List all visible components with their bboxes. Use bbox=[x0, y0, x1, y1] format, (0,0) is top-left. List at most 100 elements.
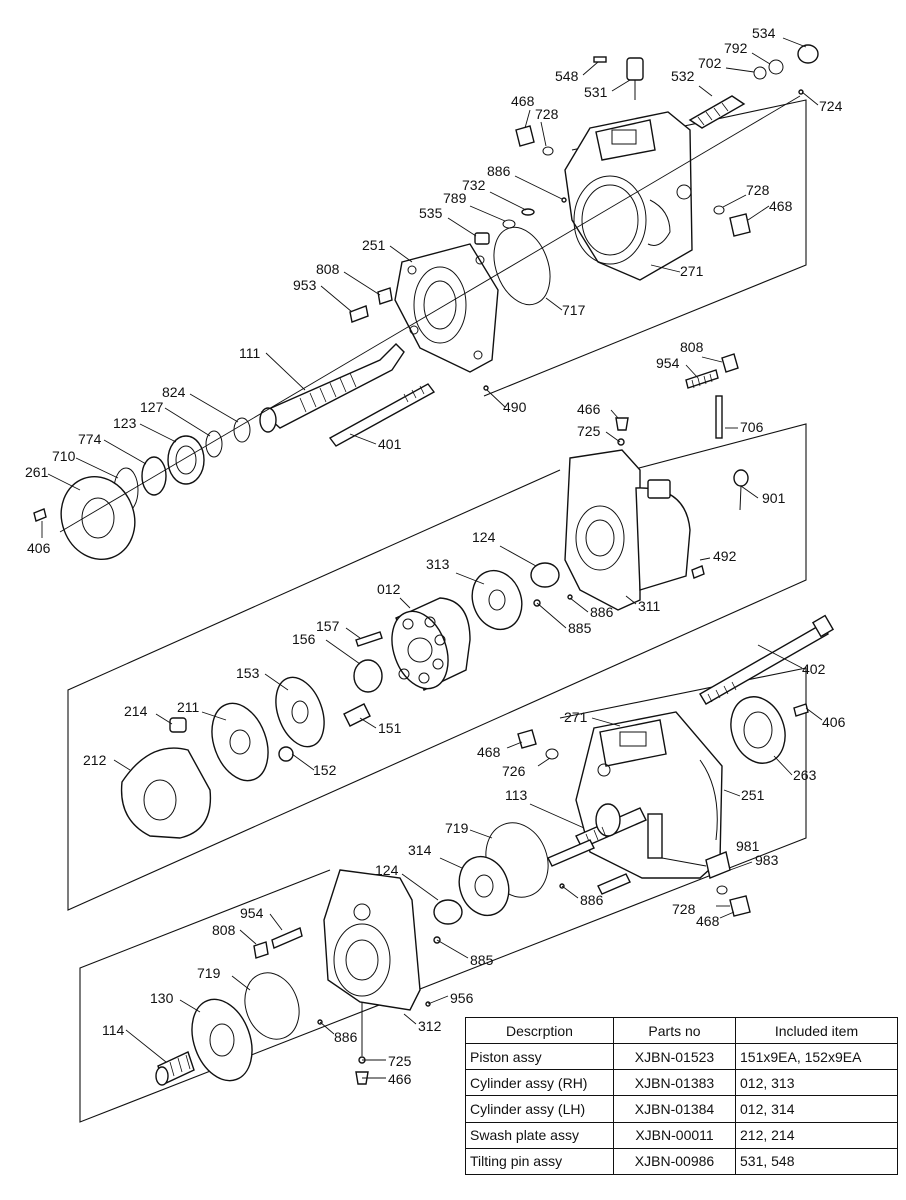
callout-534: 534 bbox=[752, 25, 776, 41]
shoe-152 bbox=[278, 746, 294, 762]
needle-bearing-124 bbox=[530, 562, 560, 588]
callout-211: 211 bbox=[177, 699, 200, 715]
callout-719-b: 719 bbox=[197, 965, 221, 981]
callout-789: 789 bbox=[443, 190, 467, 206]
parts-table: Descrption Parts no Included item Piston… bbox=[465, 1017, 898, 1176]
spacer-127 bbox=[205, 430, 223, 458]
plug-466-mid bbox=[615, 417, 629, 431]
flange-251 bbox=[394, 243, 499, 373]
cell-parts-no: XJBN-01384 bbox=[613, 1095, 736, 1123]
cover-130 bbox=[191, 998, 253, 1082]
plug-468-bottom-left bbox=[517, 729, 537, 749]
callout-406-b: 406 bbox=[822, 714, 846, 730]
callout-492: 492 bbox=[713, 548, 737, 564]
plug-468-bottom-right bbox=[729, 895, 751, 917]
callout-263: 263 bbox=[793, 767, 817, 783]
valve-plate-314 bbox=[458, 855, 510, 917]
callout-214: 214 bbox=[124, 703, 148, 719]
callout-719-a: 719 bbox=[445, 820, 469, 836]
valve-block-311 bbox=[564, 449, 641, 611]
cell-included-item: 012, 313 bbox=[735, 1069, 898, 1097]
callout-717: 717 bbox=[562, 302, 586, 318]
bracket-981 bbox=[647, 813, 663, 859]
cell-included-item: 212, 214 bbox=[735, 1121, 898, 1149]
pin-214 bbox=[169, 717, 187, 733]
callout-728-a: 728 bbox=[535, 106, 559, 122]
ring-792 bbox=[768, 59, 784, 75]
table-row: Swash plate assy XJBN-00011 212, 214 bbox=[465, 1121, 898, 1149]
plug-535 bbox=[474, 232, 490, 245]
callout-953: 953 bbox=[293, 277, 317, 293]
eye-bolt-901 bbox=[733, 469, 749, 487]
plug-468-top bbox=[515, 125, 535, 147]
callout-808-c: 808 bbox=[212, 922, 236, 938]
callout-981: 981 bbox=[736, 838, 760, 854]
header-description: Descrption bbox=[465, 1017, 614, 1044]
valve-block-312 bbox=[323, 869, 421, 1011]
table-row: Cylinder assy (RH) XJBN-01383 012, 313 bbox=[465, 1069, 898, 1097]
section-frames bbox=[67, 99, 807, 1123]
cell-parts-no: XJBN-00986 bbox=[613, 1147, 736, 1176]
retainer-plate-153 bbox=[275, 676, 325, 748]
callout-466-a: 466 bbox=[577, 401, 601, 417]
bolt-406-top bbox=[33, 508, 47, 522]
callout-774: 774 bbox=[78, 431, 102, 447]
callout-127: 127 bbox=[140, 399, 164, 415]
pump-housing-271 bbox=[564, 111, 693, 281]
callout-531: 531 bbox=[584, 84, 608, 100]
callout-468-d: 468 bbox=[696, 913, 720, 929]
seal-774 bbox=[141, 456, 167, 496]
nut-808-top bbox=[377, 287, 393, 305]
o-ring-719-lower bbox=[244, 972, 300, 1040]
cover-261 bbox=[60, 475, 136, 561]
callout-702: 702 bbox=[698, 55, 722, 71]
callout-468-c: 468 bbox=[477, 744, 501, 760]
callout-212: 212 bbox=[83, 752, 107, 768]
stud-lower-a bbox=[547, 839, 595, 867]
shoe-plate-211 bbox=[211, 702, 269, 782]
cell-parts-no: XJBN-00011 bbox=[613, 1121, 736, 1149]
stud-953 bbox=[349, 305, 369, 323]
cell-description: Tilting pin assy bbox=[465, 1147, 614, 1176]
stud-401 bbox=[328, 383, 436, 447]
drive-shaft-111 bbox=[260, 343, 405, 429]
cell-description: Swash plate assy bbox=[465, 1121, 614, 1149]
cell-included-item: 012, 314 bbox=[735, 1095, 898, 1123]
table-row: Tilting pin assy XJBN-00986 531, 548 bbox=[465, 1147, 898, 1176]
callout-726: 726 bbox=[502, 763, 526, 779]
callout-251-b: 251 bbox=[741, 787, 765, 803]
callout-124-b: 124 bbox=[375, 862, 399, 878]
callout-886-a: 886 bbox=[487, 163, 511, 179]
callout-156: 156 bbox=[292, 631, 316, 647]
table-row: Piston assy XJBN-01523 151x9EA, 152x9EA bbox=[465, 1042, 898, 1071]
callout-271-a: 271 bbox=[680, 263, 704, 279]
callout-725-b: 725 bbox=[388, 1053, 412, 1069]
callout-151: 151 bbox=[378, 720, 402, 736]
callout-983: 983 bbox=[755, 852, 779, 868]
callout-313: 313 bbox=[426, 556, 450, 572]
header-parts-no: Parts no bbox=[613, 1017, 736, 1044]
spherical-bush-156 bbox=[353, 659, 383, 693]
callout-130: 130 bbox=[150, 990, 174, 1006]
callout-885-b: 885 bbox=[470, 952, 494, 968]
piston-151 bbox=[343, 703, 371, 727]
callout-314: 314 bbox=[408, 842, 432, 858]
callout-710: 710 bbox=[52, 448, 76, 464]
callout-728-b: 728 bbox=[746, 182, 770, 198]
top-assembly bbox=[33, 44, 819, 561]
callout-490: 490 bbox=[503, 399, 527, 415]
swash-plate-212 bbox=[120, 747, 212, 839]
pin-548 bbox=[593, 56, 607, 63]
callout-123: 123 bbox=[113, 415, 137, 431]
callout-886-c: 886 bbox=[580, 892, 604, 908]
nut-808-mid bbox=[721, 353, 739, 373]
callout-532: 532 bbox=[671, 68, 695, 84]
cell-parts-no: XJBN-01523 bbox=[613, 1042, 736, 1071]
callout-724: 724 bbox=[819, 98, 843, 114]
cell-description: Cylinder assy (LH) bbox=[465, 1095, 614, 1123]
callout-808-a: 808 bbox=[316, 261, 340, 277]
o-ring-717 bbox=[493, 226, 551, 306]
callout-152: 152 bbox=[313, 762, 337, 778]
bolt-402 bbox=[699, 623, 829, 705]
needle-bearing-124-bottom bbox=[433, 899, 463, 925]
